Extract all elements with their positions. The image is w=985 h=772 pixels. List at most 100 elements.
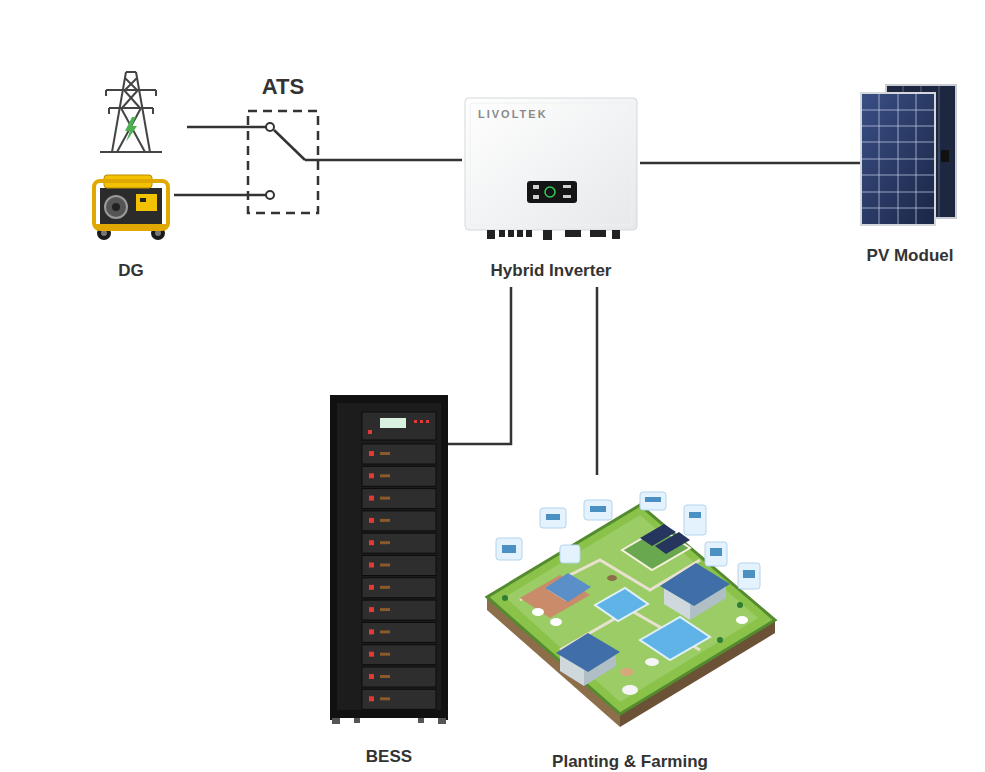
ats-dashed-box xyxy=(248,111,318,213)
grid-tower-part xyxy=(106,89,156,91)
battery-rack-part xyxy=(368,430,372,434)
wire-line xyxy=(596,287,599,475)
pv-panels-part xyxy=(861,93,935,225)
farm-icon-marks-part xyxy=(689,512,701,518)
farm-illustration-part xyxy=(737,602,743,608)
inverter-housing-part xyxy=(527,181,577,203)
farm-icon-marks-part xyxy=(502,545,516,553)
battery-rack-part xyxy=(420,420,423,423)
component-node: ATS xyxy=(248,72,318,213)
module-indicator xyxy=(369,674,374,679)
grid-tower-part xyxy=(126,71,136,73)
inverter-housing-part xyxy=(508,230,514,237)
module-indicator xyxy=(369,696,374,701)
battery-rack-part xyxy=(332,718,340,724)
farm-illustration-part xyxy=(505,515,758,702)
farm-icon-marks-part xyxy=(710,548,722,556)
farm-illustration-part xyxy=(502,595,508,601)
inverter-housing-part xyxy=(499,230,505,237)
farm-illustration xyxy=(487,505,775,727)
module-port xyxy=(380,653,390,656)
brand-label: LIVOLTEK xyxy=(478,108,548,121)
pv-panels-part-part xyxy=(862,175,934,176)
battery-rack-part xyxy=(414,420,417,423)
inverter-housing-part xyxy=(563,195,571,198)
module-indicator xyxy=(369,540,374,545)
grid-tower-part xyxy=(105,90,107,96)
module-indicator xyxy=(369,629,374,634)
module-port xyxy=(380,541,390,544)
farm-info-icons-part xyxy=(684,505,706,535)
diesel-generator-part xyxy=(94,224,168,228)
module-port xyxy=(380,519,390,522)
pv-panels-part-part xyxy=(862,142,934,143)
diesel-generator-part xyxy=(105,196,127,218)
module-port xyxy=(380,675,390,678)
module-indicator xyxy=(369,496,374,501)
module-port xyxy=(380,497,390,500)
farm-info-icons-part xyxy=(540,508,566,528)
pv-panels xyxy=(861,85,956,225)
grid-tower-part xyxy=(155,90,157,96)
diesel-generator-part xyxy=(100,188,162,226)
battery-module xyxy=(362,667,436,687)
inverter-housing-part xyxy=(487,230,495,239)
power-wire xyxy=(597,287,598,475)
grid-tower-part xyxy=(117,108,141,152)
battery-module xyxy=(362,645,436,665)
farm-illustration-part xyxy=(645,658,659,666)
inverter-housing-part xyxy=(543,230,552,240)
farm-icon-marks-part xyxy=(590,506,606,512)
module-port xyxy=(380,697,390,700)
battery-rack-part xyxy=(330,395,337,720)
farm-info-icons-part xyxy=(496,538,522,560)
farm-illustration-part xyxy=(736,616,748,624)
component-label: Planting & Farming xyxy=(552,752,708,772)
inverter-housing-part xyxy=(533,195,539,199)
farm-icon-marks-part xyxy=(546,514,560,520)
farm-illustration-part xyxy=(717,637,723,643)
pv-panels-part-part xyxy=(939,86,940,217)
grid-tower-part xyxy=(152,108,154,114)
battery-modules xyxy=(362,444,436,709)
inverter-housing-part xyxy=(565,230,581,237)
inverter-housing-part xyxy=(517,230,523,237)
battery-rack-part xyxy=(441,395,448,720)
farm-icon-marks xyxy=(502,497,755,578)
farm-info-icons-part xyxy=(560,545,580,563)
module-indicator xyxy=(369,607,374,612)
grid-tower-part xyxy=(100,151,162,153)
battery-module xyxy=(362,444,436,464)
battery-rack-part xyxy=(362,412,436,440)
grid-tower-part xyxy=(122,90,138,108)
farm-illustration-part xyxy=(640,617,710,660)
farm-info-icons-part xyxy=(738,563,760,589)
diesel-generator-part xyxy=(140,198,146,202)
grid-tower-part xyxy=(125,78,137,90)
component-node: PV Moduel xyxy=(860,85,960,270)
module-port xyxy=(380,452,390,455)
inverter-housing-part xyxy=(545,187,555,197)
component-node: LIVOLTEK Hybrid Inverter xyxy=(462,97,640,287)
power-wire xyxy=(318,160,462,161)
module-indicator xyxy=(369,563,374,568)
farm-info-icons-part xyxy=(640,492,666,510)
pv-panels-part-part xyxy=(862,126,934,127)
pv-panels-part-part xyxy=(862,110,934,111)
diesel-generator-part xyxy=(136,194,157,211)
diesel-generator-part xyxy=(94,181,168,229)
diesel-generator xyxy=(94,175,168,240)
component-node: Planting & Farming xyxy=(485,475,775,767)
battery-module xyxy=(362,489,436,509)
module-port xyxy=(380,474,390,477)
wire-line xyxy=(448,287,511,444)
farm-info-icons-part xyxy=(705,542,727,566)
component-label: Hybrid Inverter xyxy=(491,261,612,281)
battery-rack-part xyxy=(438,718,446,724)
component-label: PV Moduel xyxy=(867,246,954,266)
farm-icon-marks-part xyxy=(645,497,661,502)
farm-illustration-part xyxy=(550,618,562,626)
farm-info-icons-part xyxy=(584,500,612,520)
farm-illustration-part xyxy=(655,532,690,554)
